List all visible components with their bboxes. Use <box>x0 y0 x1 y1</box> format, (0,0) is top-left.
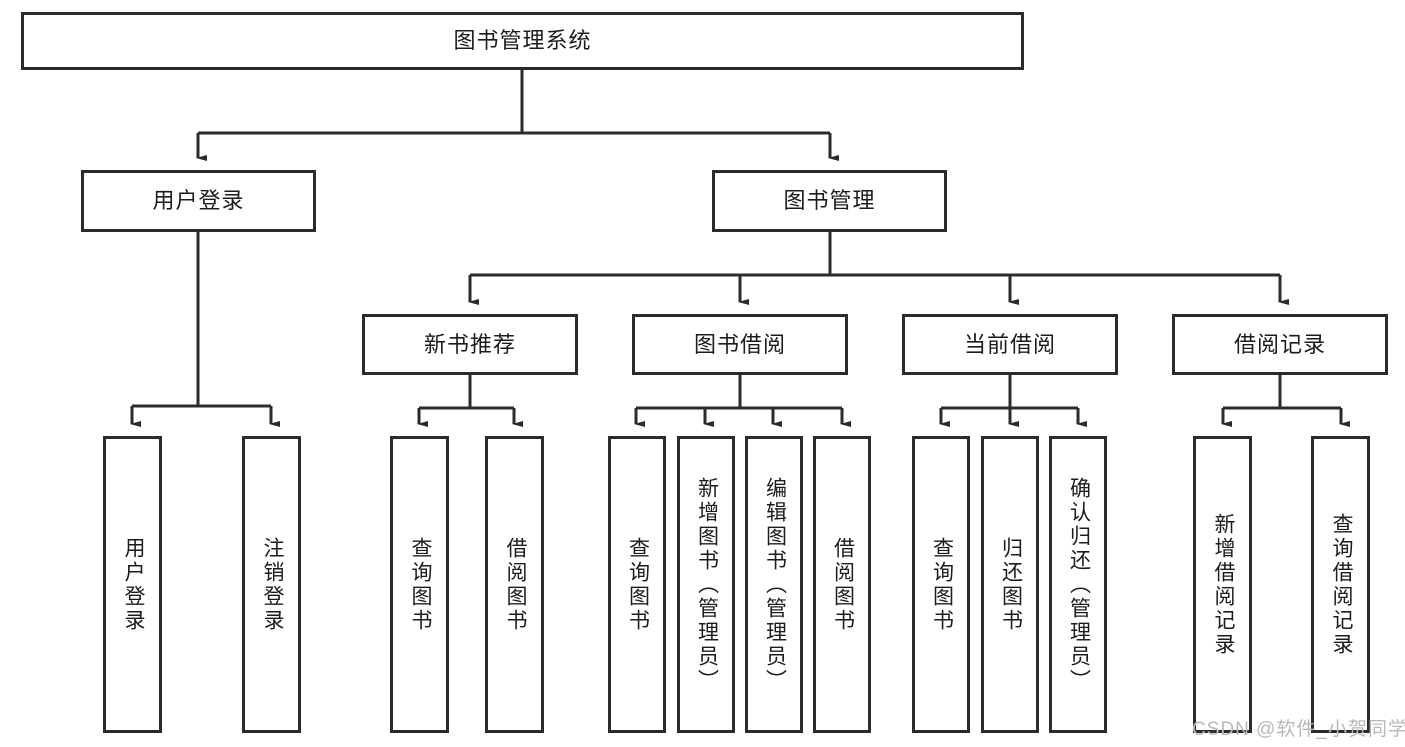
csdn-watermark: CSDN @软件_小贺同学 <box>1192 719 1405 740</box>
node-user-login[interactable]: 用户登录 <box>81 170 316 232</box>
node-leaf-user-login-label: 用户登录 <box>121 536 145 633</box>
node-leaf-add-record-label: 新增借阅记录 <box>1211 512 1235 657</box>
node-leaf-query-book-1-label: 查询图书 <box>408 536 432 633</box>
node-leaf-borrow-book-1-label: 借阅图书 <box>503 536 527 633</box>
node-leaf-confirm-return[interactable]: 确认归还（管理员） <box>1049 436 1107 733</box>
node-leaf-user-login[interactable]: 用户登录 <box>103 436 162 733</box>
node-leaf-add-book-label: 新增图书（管理员） <box>695 476 719 693</box>
node-leaf-logout-login[interactable]: 注销登录 <box>242 436 301 733</box>
node-leaf-return-book[interactable]: 归还图书 <box>981 436 1039 733</box>
node-leaf-confirm-return-label: 确认归还（管理员） <box>1067 476 1091 693</box>
node-leaf-query-record[interactable]: 查询借阅记录 <box>1311 436 1370 733</box>
node-book-management-label: 图书管理 <box>783 188 876 214</box>
node-book-borrow[interactable]: 图书借阅 <box>632 314 848 375</box>
node-leaf-edit-book-label: 编辑图书（管理员） <box>763 476 787 693</box>
node-current-borrow-label: 当前借阅 <box>963 331 1056 357</box>
node-leaf-edit-book[interactable]: 编辑图书（管理员） <box>745 436 803 733</box>
node-book-management[interactable]: 图书管理 <box>712 170 947 232</box>
node-book-borrow-label: 图书借阅 <box>693 331 786 357</box>
node-borrow-record[interactable]: 借阅记录 <box>1172 314 1388 375</box>
node-leaf-return-book-label: 归还图书 <box>999 536 1023 633</box>
node-leaf-add-record[interactable]: 新增借阅记录 <box>1193 436 1252 733</box>
node-leaf-query-record-label: 查询借阅记录 <box>1329 512 1353 657</box>
node-leaf-borrow-book-2[interactable]: 借阅图书 <box>813 436 871 733</box>
node-root[interactable]: 图书管理系统 <box>21 12 1024 70</box>
node-leaf-logout-login-label: 注销登录 <box>260 536 284 633</box>
node-leaf-query-book-1[interactable]: 查询图书 <box>390 436 449 733</box>
node-leaf-borrow-book-2-label: 借阅图书 <box>831 536 855 633</box>
node-leaf-query-book-2[interactable]: 查询图书 <box>608 436 666 733</box>
node-leaf-query-book-2-label: 查询图书 <box>626 536 650 633</box>
node-current-borrow[interactable]: 当前借阅 <box>902 314 1118 375</box>
node-new-book-recommend[interactable]: 新书推荐 <box>362 314 578 375</box>
node-root-label: 图书管理系统 <box>453 28 592 54</box>
node-leaf-query-book-3[interactable]: 查询图书 <box>912 436 970 733</box>
node-user-login-label: 用户登录 <box>152 188 245 214</box>
node-new-book-recommend-label: 新书推荐 <box>423 331 516 357</box>
node-leaf-add-book[interactable]: 新增图书（管理员） <box>677 436 735 733</box>
node-leaf-query-book-3-label: 查询图书 <box>930 536 954 633</box>
node-borrow-record-label: 借阅记录 <box>1233 331 1326 357</box>
node-leaf-borrow-book-1[interactable]: 借阅图书 <box>485 436 544 733</box>
